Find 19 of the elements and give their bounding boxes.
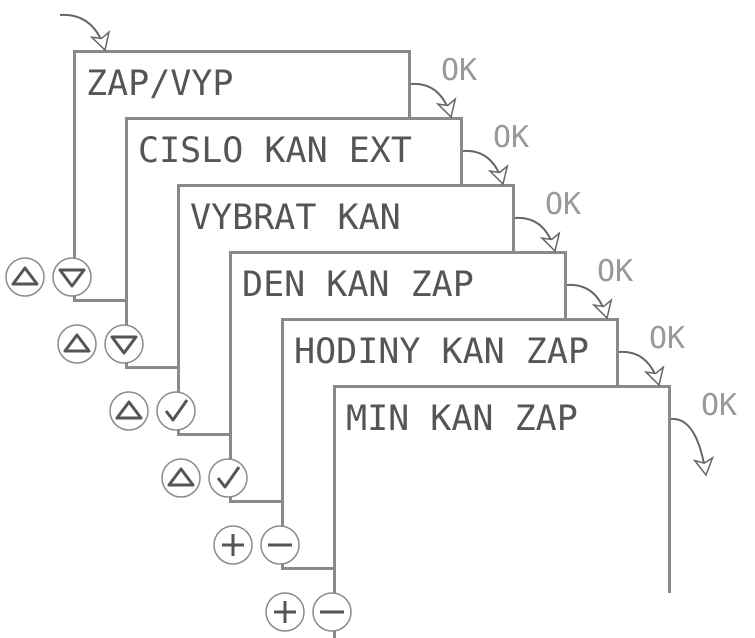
lcd-screen (333, 385, 671, 593)
curved-arrow (566, 284, 612, 319)
curved-arrow (618, 350, 664, 386)
curved-arrow (462, 150, 508, 185)
screen-text: ZAP/VYP (86, 67, 234, 102)
screen-text: MIN KAN ZAP (346, 402, 578, 437)
curved-arrow (670, 418, 713, 476)
screen-text: HODINY KAN ZAP (294, 335, 590, 370)
curved-arrow (514, 216, 560, 252)
lcd-screen (125, 117, 463, 184)
screen-text: CISLO KAN EXT (138, 134, 412, 169)
lcd-screen (73, 50, 411, 117)
screen-text: VYBRAT KAN (190, 201, 401, 236)
lcd-screen (229, 251, 567, 318)
curved-arrow (60, 14, 110, 51)
lcd-screen (177, 184, 515, 251)
lcd-screen (281, 318, 619, 385)
curved-arrow (410, 82, 456, 118)
screen-text: DEN KAN ZAP (242, 268, 474, 303)
